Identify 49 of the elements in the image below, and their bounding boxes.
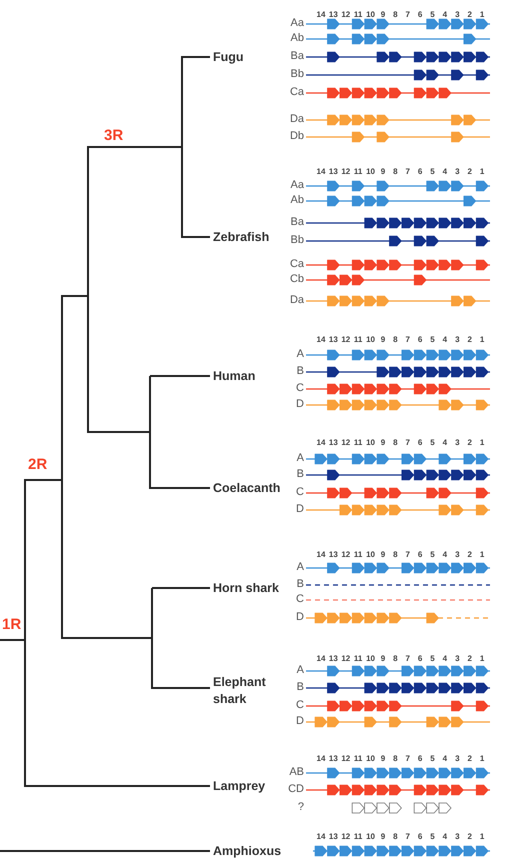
gene-number-row-text: 14 13 12 11 10 9 8 7 6 5 4 3 2 1 [316,167,486,176]
cluster-label: Ba [290,50,304,62]
species-name: Horn shark [213,581,279,595]
duplication-label: 1R [2,616,22,633]
cluster-label: AB [288,766,304,778]
cluster-label: C [295,699,304,711]
cluster-label: D [295,398,304,410]
cluster-label: A [296,561,304,573]
cluster-label: Ca [288,86,304,98]
cluster-label: Ba [290,216,304,228]
gene-number-row-text: 14 13 12 11 10 9 8 7 6 5 4 3 2 1 [316,550,486,559]
gene-number-row-text: 14 13 12 11 10 9 8 7 6 5 4 3 2 1 [316,10,486,19]
species-name: Fugu [213,50,244,64]
species-name: Elephant shark [213,674,267,708]
species-name: Amphioxus [213,844,282,858]
duplication-label: 2R [28,456,48,473]
cluster-label: D [295,715,304,727]
species-name: Lamprey [213,779,266,793]
gene-number-row-text: 14 13 12 11 10 9 8 7 6 5 4 3 2 1 [316,654,486,663]
cluster-label: C [295,593,304,605]
duplication-label: 3R [104,127,124,144]
species-name: Coelacanth [213,481,280,495]
cluster-label: A [296,452,304,464]
cluster-label: Db [288,130,304,142]
cluster-label: Da [288,294,304,306]
gene-number-row-text: 14 13 12 11 10 9 8 7 6 5 4 3 2 1 [316,754,486,763]
gene-number-row-text: 14 13 12 11 10 9 8 7 6 5 4 3 2 1 [316,335,486,344]
cluster-label: B [296,468,304,480]
cluster-label: D [295,503,304,515]
cluster-label: Cb [288,273,304,285]
cluster-label: B [296,365,304,377]
cluster-label: A [296,664,304,676]
cluster-label: Da [288,113,304,125]
cluster-label: Bb [290,68,304,80]
cluster-label: B [296,681,304,693]
cluster-label: ? [296,801,304,813]
cluster-label: Ab [290,194,304,206]
gene-number-row-text: 14 13 12 11 10 9 8 7 6 5 4 3 2 1 [316,438,486,447]
cluster-label: CD [287,783,304,795]
gene-number-row-text: 14 13 12 11 10 9 8 7 6 5 4 3 2 1 [316,832,486,841]
cluster-label: Aa [290,179,304,191]
cluster-label: Ca [288,258,304,270]
cluster-label: Ab [290,32,304,44]
species-name: Zebrafish [213,230,270,244]
cluster-label: A [296,348,304,360]
cluster-label: D [295,611,304,623]
cluster-label: Aa [290,17,304,29]
species-name: Human [213,369,256,383]
cluster-label: C [295,382,304,394]
